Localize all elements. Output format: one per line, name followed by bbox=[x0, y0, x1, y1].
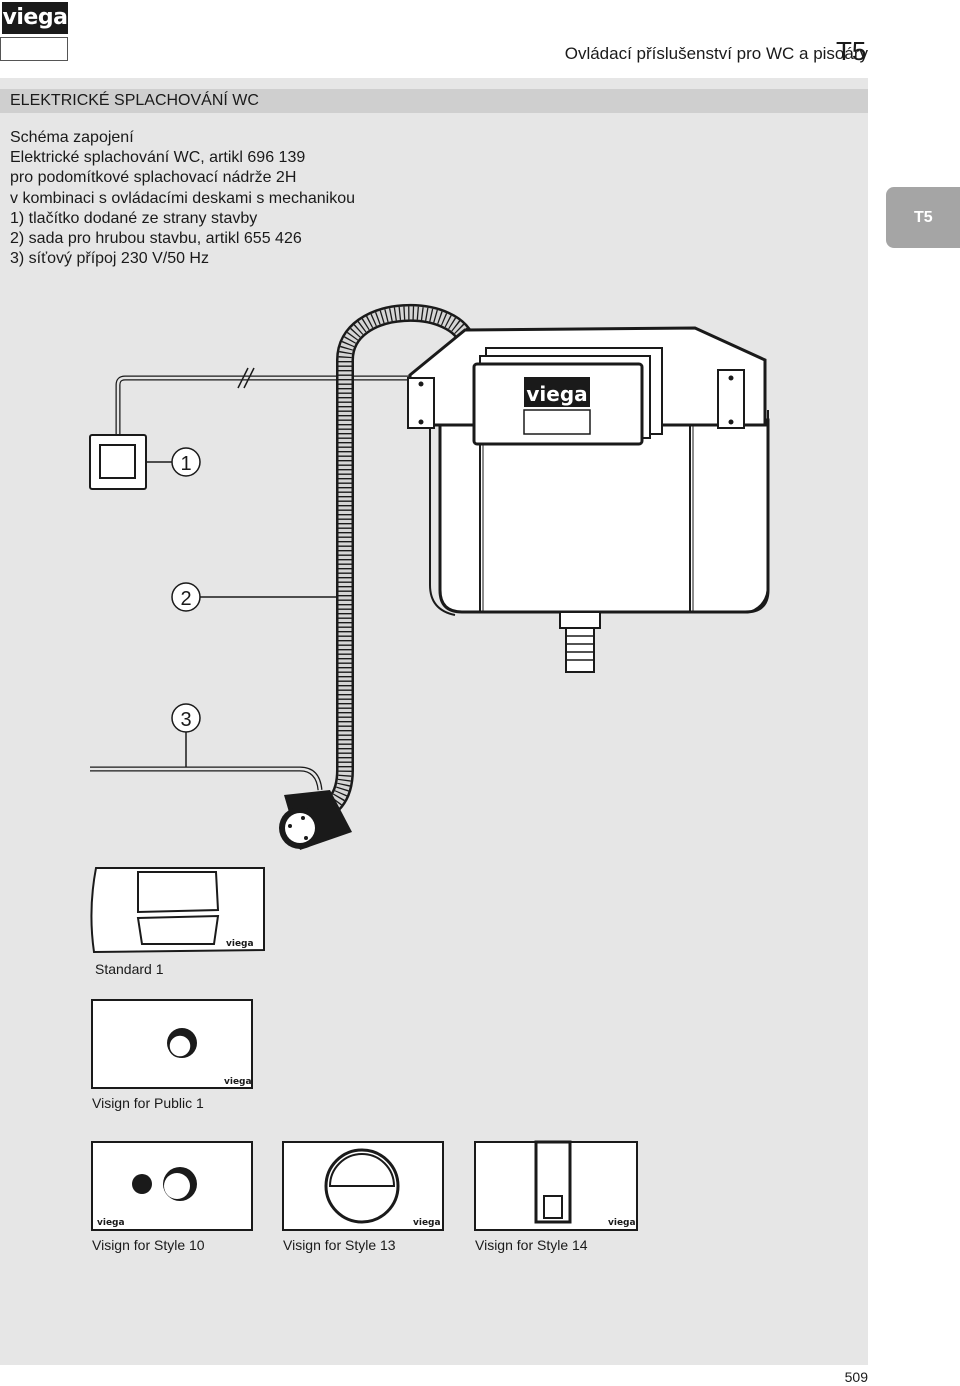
plate-brand: viega bbox=[224, 1077, 252, 1087]
plug-connector-icon bbox=[279, 790, 352, 850]
viega-logo: viega bbox=[2, 2, 68, 34]
plate-brand: viega bbox=[608, 1218, 636, 1228]
button-cable bbox=[115, 375, 412, 436]
wiring-diagram: viega 1 2 3 viega viega viega bbox=[89, 303, 770, 1231]
plate-brand: viega bbox=[97, 1218, 125, 1228]
page-number: 509 bbox=[844, 1369, 868, 1385]
mains-cable bbox=[90, 766, 323, 791]
plate-label-style-10: Visign for Style 10 bbox=[92, 1237, 205, 1253]
description-line: v kombinaci s ovládacími deskami s mecha… bbox=[10, 189, 356, 207]
section-title: ELEKTRICKÉ SPLACHOVÁNÍ WC bbox=[0, 89, 868, 113]
plate-visign-style-10: viega bbox=[91, 1141, 253, 1231]
plate-visign-style-13: viega bbox=[282, 1141, 444, 1231]
plate-label-public-1: Visign for Public 1 bbox=[92, 1095, 204, 1111]
description-line: 3) síťový přípoj 230 V/50 Hz bbox=[10, 250, 209, 268]
plate-standard-1: viega bbox=[90, 867, 265, 954]
plate-label-standard-1: Standard 1 bbox=[95, 961, 164, 977]
description-line: Schéma zapojení bbox=[10, 129, 134, 146]
section-code: T5 bbox=[836, 36, 867, 66]
plate-visign-style-14: viega bbox=[474, 1140, 638, 1231]
callout-3-label: 3 bbox=[180, 709, 191, 731]
description-line: Elektrické splachování WC, artikl 696 13… bbox=[10, 149, 306, 167]
cistern-tank bbox=[407, 326, 770, 673]
description: Schéma zapojení Elektrické splachování W… bbox=[10, 128, 355, 269]
push-button-icon bbox=[89, 434, 147, 490]
description-line: 2) sada pro hrubou stavbu, artikl 655 42… bbox=[10, 230, 302, 248]
plate-brand: viega bbox=[413, 1218, 441, 1228]
callout-1-label: 1 bbox=[180, 453, 191, 475]
side-tab-t5[interactable]: T5 bbox=[886, 187, 960, 248]
running-head: Ovládací příslušenství pro WC a pisoáry bbox=[564, 44, 868, 63]
callout-2-label: 2 bbox=[180, 588, 191, 610]
plate-label-style-14: Visign for Style 14 bbox=[475, 1237, 588, 1253]
logo-placeholder-box bbox=[0, 37, 68, 61]
plate-brand: viega bbox=[226, 939, 254, 949]
description-line: pro podomítkové splachovací nádrže 2H bbox=[10, 169, 297, 187]
description-line: 1) tlačítko dodané ze strany stavby bbox=[10, 209, 258, 227]
callout-1 bbox=[171, 447, 201, 477]
plate-label-style-13: Visign for Style 13 bbox=[283, 1237, 396, 1253]
tank-logo: viega bbox=[526, 382, 587, 406]
plate-visign-public-1: viega bbox=[91, 999, 253, 1089]
